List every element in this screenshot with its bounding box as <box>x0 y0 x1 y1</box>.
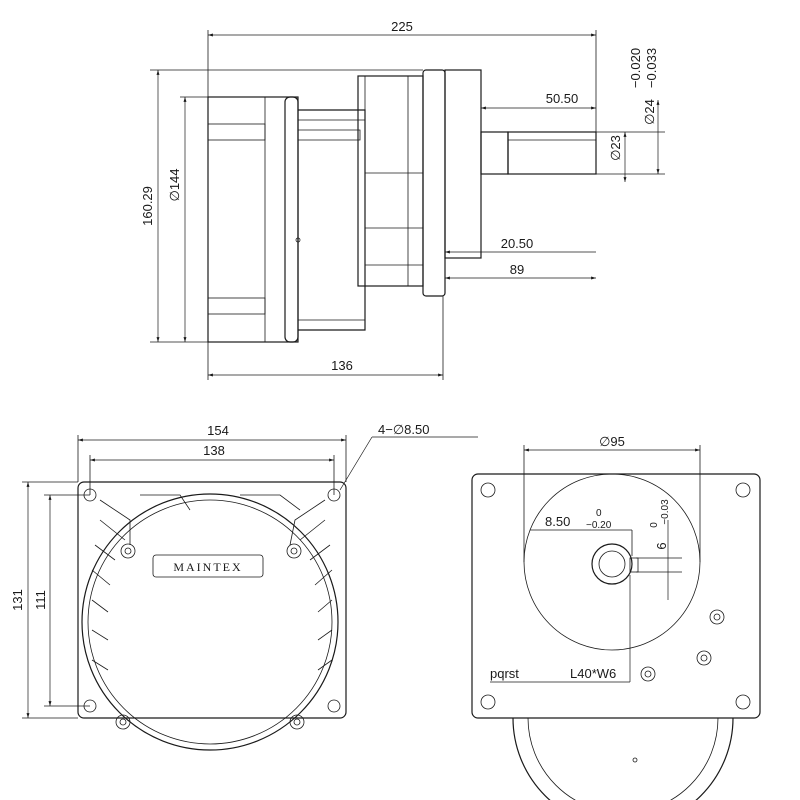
dim-shaft-from-flange: 89 <box>510 262 524 277</box>
gearbox-housing <box>298 109 366 331</box>
dim-length-overall: 225 <box>391 19 413 34</box>
side-view: 225 160.29 ∅144 136 50.50 ∅24 −0.020 −0.… <box>140 19 665 380</box>
dim-flange-width: 154 <box>207 423 229 438</box>
shaft-end <box>591 543 633 585</box>
gear-outline <box>512 717 734 800</box>
output-flange <box>422 69 446 297</box>
dim-shaft-tol-lower: −0.033 <box>644 48 659 88</box>
part-label: pqrst <box>490 666 519 681</box>
dim-shaft-diameter: ∅24 <box>642 99 657 125</box>
output-shaft <box>507 131 597 175</box>
shaft-base <box>480 131 509 175</box>
dim-body-length: 136 <box>331 358 353 373</box>
dim-shaft-length: 50.50 <box>546 91 579 106</box>
dim-flange-height: 131 <box>10 589 25 611</box>
gear-head <box>357 75 424 287</box>
dim-pilot-diameter: ∅95 <box>599 434 625 449</box>
dim-hole-spacing-h: 138 <box>203 443 225 458</box>
flange-boss <box>444 69 482 259</box>
dim-height: 160.29 <box>140 186 155 226</box>
motor-end-cap <box>81 493 339 751</box>
dim-flange-diameter: ∅144 <box>167 168 182 201</box>
pilot-circle <box>523 473 701 651</box>
front-view-gearhead: ∅95 8.50 0 −0.20 6 0 −0.03 pqrst L40*W6 <box>471 434 761 800</box>
dim-key-width: 6 <box>654 542 669 549</box>
brand-label: MAINTEX <box>173 560 242 574</box>
dim-flange-offset: 20.50 <box>501 236 534 251</box>
dim-key-depth-tol-lower: −0.20 <box>586 520 612 531</box>
dim-hole-spacing-v: 111 <box>33 590 48 610</box>
brand-plate <box>152 554 264 578</box>
dim-key-width-tol-lower: −0.03 <box>660 499 671 525</box>
front-view-motor: MAINTEX 154 138 4−∅8.50 131 11 <box>10 422 478 751</box>
dim-key-depth-tol-upper: 0 <box>596 508 602 519</box>
gearhead-flange <box>471 473 761 719</box>
dim-shaft-tol-upper: −0.020 <box>628 48 643 88</box>
dim-key-depth: 8.50 <box>545 514 570 529</box>
dim-mounting-holes: 4−∅8.50 <box>378 422 429 437</box>
dim-shaft-diameter-small: ∅23 <box>608 135 623 161</box>
key-spec-label: L40*W6 <box>570 666 616 681</box>
mounting-flange <box>77 481 347 719</box>
dim-key-width-tol-upper: 0 <box>649 522 660 528</box>
